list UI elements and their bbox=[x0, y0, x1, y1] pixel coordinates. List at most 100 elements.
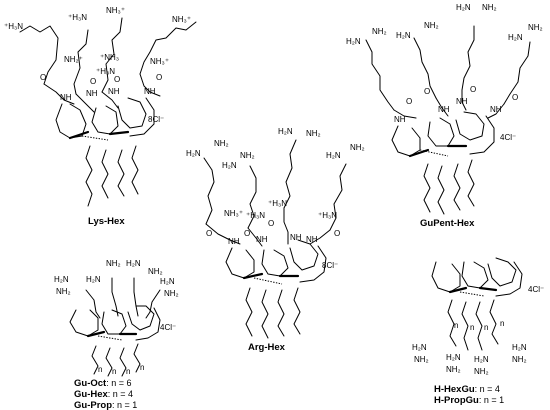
lys-hex-amine-label: NH₃⁺ bbox=[172, 15, 191, 24]
h-series-bonds bbox=[431, 257, 523, 351]
gu-series-guanidinium-label: NH₂ bbox=[106, 259, 121, 268]
h-series-structure: 4Cl⁻ n n n n H₂N NH₂ H₂N NH₂ H₂N NH₂ H₂N… bbox=[412, 257, 544, 406]
arg-hex-ammonium-label: NH₃⁺ bbox=[224, 209, 243, 218]
gu-series-guanidinium-label: NH₂ bbox=[148, 267, 163, 276]
h-series-guanidinium-label: H₂N bbox=[446, 353, 461, 362]
lys-hex-carbonyl-label: O bbox=[114, 75, 120, 84]
arg-hex-ammonium-label: ⁺H₃N bbox=[268, 199, 287, 208]
arg-hex-guanidinium-label: NH₂ bbox=[214, 139, 229, 148]
h-series-guanidinium-label: NH₂ bbox=[512, 355, 527, 364]
gupent-hex-guanidinium-label: NH₂ bbox=[482, 3, 497, 12]
arg-hex-amide-label: NH bbox=[290, 233, 302, 242]
gupent-hex-structure: H₂N NH₂ H₂N NH₂ H₂N NH₂ H₂N NH₂ NH NH NH… bbox=[346, 3, 543, 229]
gupent-hex-carbonyl-label: O bbox=[406, 97, 412, 106]
lys-hex-amide-label: NH bbox=[144, 87, 156, 96]
lys-hex-name: Lys-Hex bbox=[88, 216, 125, 227]
arg-hex-ammonium-label: ⁺H₃N bbox=[318, 211, 337, 220]
lys-hex-carbonyl-label: O bbox=[90, 77, 96, 86]
gu-series-structure: H₂N NH₂ H₂N NH₂ H₂N NH₂ H₂N NH₂ 4Cl⁻ n n… bbox=[54, 259, 179, 410]
gu-series-n-label: n bbox=[140, 363, 144, 372]
gupent-hex-carbonyl-label: O bbox=[424, 87, 430, 96]
gupent-hex-guanidinium-label: H₂N bbox=[346, 37, 361, 46]
h-series-legend-item: H-HexGu: n = 4 bbox=[434, 384, 500, 395]
arg-hex-guanidinium-label: NH₂ bbox=[306, 129, 321, 138]
gupent-hex-carbonyl-label: O bbox=[470, 85, 476, 94]
arg-hex-counterion: 8Cl⁻ bbox=[322, 261, 338, 270]
arg-hex-amide-label: NH bbox=[228, 237, 240, 246]
arg-hex-carbonyl-label: O bbox=[206, 229, 212, 238]
h-series-n-label: n bbox=[470, 323, 474, 332]
gupent-hex-name: GuPent-Hex bbox=[420, 218, 475, 229]
arg-hex-amide-label: NH bbox=[306, 235, 318, 244]
gupent-hex-guanidinium-label: H₂N bbox=[396, 31, 411, 40]
gu-series-legend-item: Gu-Hex: n = 4 bbox=[74, 389, 133, 400]
gupent-hex-guanidinium-label: H₂N bbox=[456, 3, 471, 12]
gupent-hex-bonds bbox=[365, 25, 531, 215]
arg-hex-guanidinium-label: H₂N bbox=[326, 151, 341, 160]
lys-hex-amide-label: NH bbox=[60, 93, 72, 102]
lys-hex-amide-label: NH bbox=[108, 87, 120, 96]
arg-hex-ammonium-label: ⁺H₃N bbox=[246, 211, 265, 220]
h-series-guanidinium-label: H₂N bbox=[474, 355, 489, 364]
gu-series-n-label: n bbox=[126, 367, 130, 376]
gupent-hex-counterion: 4Cl⁻ bbox=[500, 133, 516, 142]
h-series-legend: H-HexGu: n = 4 H-PropGu: n = 1 bbox=[434, 384, 504, 406]
arg-hex-structure: H₂N NH₂ H₂N NH₂ H₂N NH₂ H₂N NH₂ NH₃⁺ ⁺H₃… bbox=[186, 127, 365, 353]
gu-series-guanidinium-label: H₂N bbox=[54, 275, 69, 284]
h-series-n-label: n bbox=[500, 319, 504, 328]
lys-hex-carbonyl-label: O bbox=[40, 73, 46, 82]
arg-hex-amide-label: NH bbox=[256, 235, 268, 244]
lys-hex-amide-label: NH bbox=[86, 89, 98, 98]
h-series-legend-item: H-PropGu: n = 1 bbox=[434, 395, 504, 406]
gu-series-bonds bbox=[69, 277, 161, 377]
gupent-hex-amide-label: NH bbox=[456, 97, 468, 106]
arg-hex-guanidinium-label: H₂N bbox=[186, 149, 201, 158]
gu-series-guanidinium-label: H₂N bbox=[160, 277, 175, 286]
h-series-guanidinium-label: H₂N bbox=[412, 343, 427, 352]
h-series-guanidinium-label: NH₂ bbox=[474, 367, 489, 376]
lys-hex-amine-label: ⁺H₃N bbox=[4, 22, 23, 31]
lys-hex-amine-label: NH₃⁺ bbox=[106, 6, 125, 15]
lys-hex-amine-label: NH₂⁺ bbox=[64, 55, 83, 64]
gu-series-guanidinium-label: NH₂ bbox=[56, 287, 71, 296]
arg-hex-guanidinium-label: NH₂ bbox=[350, 143, 365, 152]
gu-series-counterion: 4Cl⁻ bbox=[160, 323, 176, 332]
gu-series-guanidinium-label: H₂N bbox=[86, 275, 101, 284]
gupent-hex-guanidinium-label: NH₂ bbox=[424, 21, 439, 30]
lys-hex-amine-label: NH₃⁺ bbox=[150, 57, 169, 66]
gu-series-n-label: n bbox=[98, 365, 102, 374]
gupent-hex-amide-label: NH bbox=[490, 105, 502, 114]
gu-series-guanidinium-label: NH₂ bbox=[164, 289, 179, 298]
gupent-hex-guanidinium-label: NH₂ bbox=[528, 23, 543, 32]
gupent-hex-guanidinium-label: NH₂ bbox=[372, 27, 387, 36]
h-series-guanidinium-label: H₂N bbox=[512, 343, 527, 352]
arg-hex-carbonyl-label: O bbox=[268, 219, 274, 228]
gu-series-legend-item: Gu-Oct: n = 6 bbox=[74, 378, 131, 389]
lys-hex-carbonyl-label: O bbox=[156, 73, 162, 82]
lys-hex-counterion: 8Cl⁻ bbox=[148, 115, 164, 124]
lys-hex-amine-label: ⁺H₃N bbox=[96, 67, 115, 76]
arg-hex-carbonyl-label: O bbox=[334, 229, 340, 238]
lys-hex-amine-label: ⁺H₃N bbox=[68, 13, 87, 22]
gu-series-legend: Gu-Oct: n = 6 Gu-Hex: n = 4 Gu-Prop: n =… bbox=[74, 378, 137, 410]
lys-hex-amine-label: ⁺NH₃ bbox=[100, 53, 119, 62]
lys-hex-structure: ⁺H₃N ⁺H₃N NH₃⁺ NH₃⁺ NH₂⁺ ⁺NH₃ ⁺H₃N NH₃⁺ … bbox=[4, 6, 197, 227]
arg-hex-bonds bbox=[203, 139, 347, 339]
gupent-hex-amide-label: NH bbox=[394, 115, 406, 124]
h-series-guanidinium-label: NH₂ bbox=[446, 365, 461, 374]
arg-hex-name: Arg-Hex bbox=[248, 342, 286, 353]
gu-series-guanidinium-label: H₂N bbox=[126, 259, 141, 268]
h-series-guanidinium-label: NH₂ bbox=[414, 355, 429, 364]
arg-hex-guanidinium-label: NH₂ bbox=[240, 151, 255, 160]
gupent-hex-carbonyl-label: O bbox=[512, 93, 518, 102]
gu-series-n-label: n bbox=[112, 367, 116, 376]
h-series-counterion: 4Cl⁻ bbox=[528, 285, 544, 294]
gupent-hex-amide-label: NH bbox=[438, 105, 450, 114]
h-series-n-label: n bbox=[454, 321, 458, 330]
arg-hex-carbonyl-label: O bbox=[244, 229, 250, 238]
gupent-hex-guanidinium-label: H₂N bbox=[508, 33, 523, 42]
h-series-n-label: n bbox=[484, 323, 488, 332]
gu-series-legend-item: Gu-Prop: n = 1 bbox=[74, 400, 137, 410]
lys-hex-bonds bbox=[19, 17, 197, 207]
arg-hex-guanidinium-label: H₂N bbox=[278, 127, 293, 136]
